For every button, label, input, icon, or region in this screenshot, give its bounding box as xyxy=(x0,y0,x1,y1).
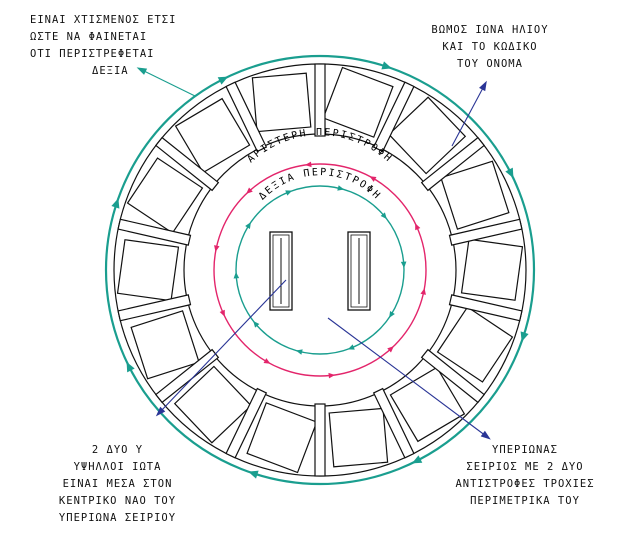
direction-arrow xyxy=(328,372,336,379)
pillar-block xyxy=(314,403,326,477)
chamber-block xyxy=(388,96,467,175)
pillar-block xyxy=(420,348,485,404)
note-line: ΥΠΕΡΙΩΝΑΣ xyxy=(492,444,558,456)
note-bottom-left: 2 ΔΥΟ Υ ΥΨΗΛΛΟΙ ΙΩΤΑ ΕΙΝΑΙ ΜΕΣΑ ΣΤΟΝ ΚΕΝ… xyxy=(25,442,210,527)
direction-arrow xyxy=(248,470,259,479)
pointer-arrowhead xyxy=(479,80,487,92)
chamber-block xyxy=(389,366,466,443)
direction-arrow xyxy=(411,455,423,464)
direction-arrow xyxy=(233,271,240,279)
direction-arrow xyxy=(304,161,312,168)
chamber-block xyxy=(130,310,200,380)
chamber-block xyxy=(116,239,180,302)
pillar-block xyxy=(117,218,192,246)
pillar-block xyxy=(448,218,523,246)
note-line: ΣΕΙΡΙΟΣ ΜΕ 2 ΔΥΟ xyxy=(466,461,584,473)
note-line: ΟΤΙ ΠΕΡΙΣΤΡΕΦΕΤΑΙ xyxy=(30,48,155,60)
pointer-arrowhead xyxy=(155,406,166,417)
direction-arrow xyxy=(389,310,395,318)
chamber-block xyxy=(440,160,510,230)
direction-arrow xyxy=(337,185,345,191)
inner-wall-circle xyxy=(183,133,457,407)
direction-arrow xyxy=(347,344,355,350)
chamber-block xyxy=(328,407,389,468)
chamber-block xyxy=(460,238,524,301)
direction-arrow xyxy=(369,176,377,182)
outer-orbit-ring xyxy=(104,54,536,486)
note-line: ΠΕΡΙΜΕΤΡΙΚΑ ΤΟΥ xyxy=(470,495,580,507)
note-line: ΔΕΞΙΑ xyxy=(92,65,129,77)
pointer-arrowhead xyxy=(480,430,491,440)
note-line: ΥΠΕΡΙΩΝΑ ΣΕΙΡΙΟΥ xyxy=(58,512,177,524)
direction-arrow xyxy=(380,212,387,220)
chamber-block xyxy=(246,402,318,474)
direction-arrow xyxy=(415,223,421,231)
direction-arrow xyxy=(400,261,407,269)
direction-arrow xyxy=(387,346,394,353)
direction-arrow xyxy=(245,222,251,230)
chamber-block xyxy=(174,97,251,174)
direction-arrow xyxy=(263,358,271,364)
note-line: ΩΣΤΕ ΝΑ ΦΑΙΝΕΤΑΙ xyxy=(30,31,148,43)
note-line: ΑΝΤΙΣΤΡΟΦΕΣ ΤΡΟΧΙΕΣ xyxy=(455,478,595,490)
note-line: ΚΑΙ ΤΟ ΚΩΔΙΚΟ xyxy=(442,41,538,53)
note-bottom-right: ΥΠΕΡΙΩΝΑΣ ΣΕΙΡΙΟΣ ΜΕ 2 ΔΥΟ ΑΝΤΙΣΤΡΟΦΕΣ Τ… xyxy=(440,442,610,510)
note-line: ΤΟΥ ΟΝΟΜΑ xyxy=(457,58,523,70)
iota-column-inner xyxy=(350,234,368,308)
chamber-block xyxy=(251,72,312,133)
direction-arrow xyxy=(295,349,303,355)
pillar-block xyxy=(420,136,485,192)
note-top-right: ΒΩΜΟΣ ΙΩΝΑ ΗΛΙΟΥ ΚΑΙ ΤΟ ΚΩΔΙΚΟ ΤΟΥ ΟΝΟΜΑ xyxy=(410,22,570,73)
direction-arrow xyxy=(253,320,260,328)
pillar-block xyxy=(372,387,415,459)
direction-arrow xyxy=(126,361,135,373)
pillar-block xyxy=(372,81,415,153)
note-line: 2 ΔΥΟ Υ xyxy=(91,444,144,456)
direction-arrow xyxy=(505,167,514,179)
direction-arrow xyxy=(214,245,220,252)
note-line: ΕΙΝΑΙ ΜΕΣΑ ΣΤΟΝ xyxy=(62,478,173,490)
pillar-block xyxy=(314,63,326,137)
pointer-line xyxy=(451,85,485,147)
pillar-block xyxy=(155,136,220,192)
chamber-block xyxy=(436,306,514,383)
left-rotation-orbit xyxy=(213,163,427,377)
direction-arrow xyxy=(219,309,225,317)
note-line: ΥΨΗΛΛΟΙ ΙΩΤΑ xyxy=(73,461,162,473)
pillar-block xyxy=(225,81,268,153)
direction-arrow xyxy=(111,198,120,209)
note-line: ΒΩΜΟΣ ΙΩΝΑ ΗΛΙΟΥ xyxy=(431,24,549,36)
orbits xyxy=(111,61,529,479)
annotation-arrows xyxy=(136,67,491,440)
pointer-line xyxy=(327,317,487,437)
direction-arrow xyxy=(217,76,229,85)
direction-arrow xyxy=(246,187,253,194)
pointer-line xyxy=(159,279,287,413)
central-iotas xyxy=(269,231,371,311)
direction-arrow xyxy=(381,61,392,70)
direction-arrow xyxy=(285,190,293,196)
note-line: ΕΙΝΑΙ ΧΤΙΣΜΕΝΟΣ ΕΤΣΙ xyxy=(30,14,177,26)
pointer-arrowhead xyxy=(136,67,148,75)
pointer-line xyxy=(141,69,196,97)
inner-orbit-label: ΔΕΞΙΑ ΠΕΡΙΣΤΡΟΦΗ xyxy=(257,167,383,202)
note-line: ΚΕΝΤΡΙΚΟ ΝΑΟ ΤΟΥ xyxy=(58,495,177,507)
direction-arrow xyxy=(520,331,529,342)
note-top-left: ΕΙΝΑΙ ΧΤΙΣΜΕΝΟΣ ΕΤΣΙ ΩΣΤΕ ΝΑ ΦΑΙΝΕΤΑΙ ΟΤ… xyxy=(30,12,176,80)
pillar-ring xyxy=(117,63,523,477)
chamber-ring xyxy=(116,66,524,474)
chamber-block xyxy=(322,66,394,138)
chamber-block xyxy=(126,157,204,234)
pillar-block xyxy=(117,294,192,322)
chamber-block xyxy=(173,365,252,444)
iota-column-inner xyxy=(272,234,290,308)
right-rotation-orbit xyxy=(235,185,405,355)
direction-arrow xyxy=(420,288,426,295)
pillar-block xyxy=(225,387,268,459)
pillar-block xyxy=(448,294,523,322)
